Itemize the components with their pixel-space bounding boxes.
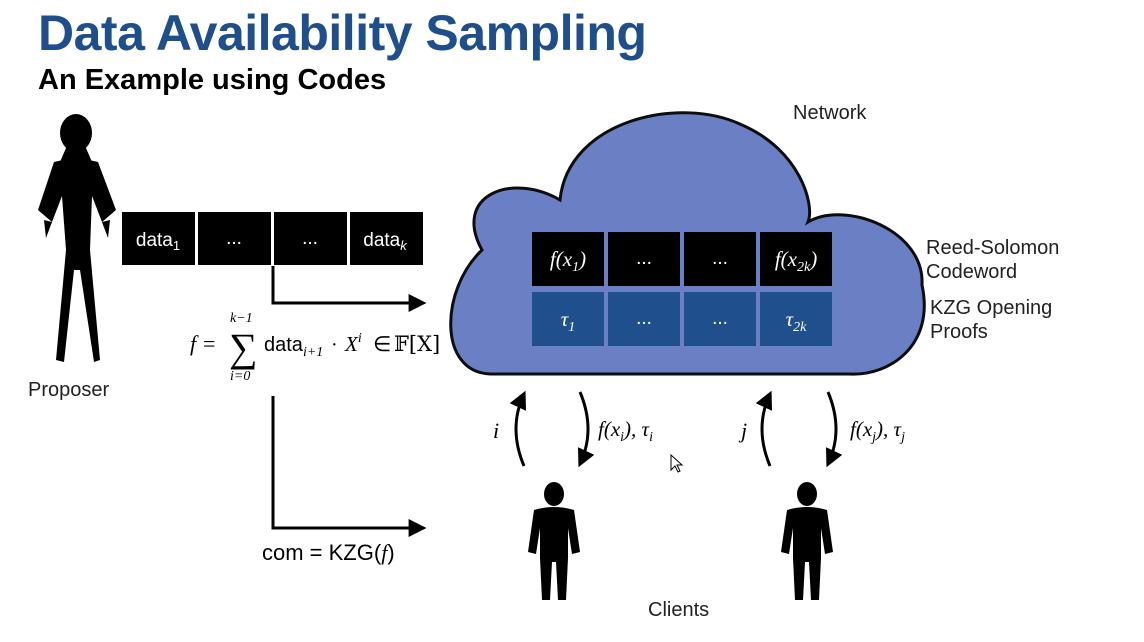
svg-text:f(x2k): f(x2k) (775, 247, 817, 275)
codeword-cell: f(x1) (532, 232, 604, 286)
client-1-exchange: i f(xi), τi (493, 390, 653, 468)
client-figure-icon (781, 482, 833, 600)
proofs-row: τ1 ... ... τ2k (532, 292, 832, 346)
svg-text:...: ... (226, 228, 242, 249)
data-cell: data1 (122, 212, 195, 265)
query-arrow-up (509, 390, 527, 467)
rs-label-line1: Reed-Solomon (926, 237, 1059, 259)
slide-subtitle: An Example using Codes (38, 64, 387, 96)
kzg-label-line2: Proofs (930, 321, 988, 343)
svg-text:...: ... (712, 248, 728, 269)
query-response: f(xj), τj (850, 417, 905, 445)
response-arrow-down (825, 391, 843, 468)
rs-label-line2: Codeword (926, 261, 1017, 283)
svg-text:f =: f = (190, 331, 216, 356)
svg-text:...: ... (712, 308, 728, 329)
proof-cell: ... (684, 292, 756, 346)
svg-text:𝔽[X]: 𝔽[X] (394, 332, 440, 356)
svg-text:Xi: Xi (344, 331, 362, 356)
proposer-figure-icon (38, 114, 116, 362)
svg-text:f(x1): f(x1) (550, 247, 586, 275)
clients-label: Clients (648, 599, 709, 621)
codeword-cell: ... (684, 232, 756, 286)
response-arrow-down (577, 391, 595, 468)
encode-arrow (271, 266, 427, 312)
svg-text:datak: datak (363, 230, 408, 253)
codeword-cell: ... (608, 232, 680, 286)
svg-text:...: ... (636, 248, 652, 269)
svg-text:datai+1: datai+1 (264, 334, 323, 360)
svg-text:τ1: τ1 (561, 307, 576, 335)
svg-text:k−1: k−1 (230, 311, 253, 326)
svg-text:data1: data1 (136, 230, 180, 253)
data-cell: datak (350, 212, 423, 265)
mouse-cursor-icon (670, 453, 684, 473)
proof-cell: τ1 (532, 292, 604, 346)
svg-text:∑: ∑ (229, 325, 258, 370)
codeword-row: f(x1) ... ... f(x2k) (532, 232, 832, 286)
data-cell: ... (274, 212, 347, 265)
svg-text:·: · (331, 334, 338, 356)
svg-text:...: ... (302, 228, 318, 249)
svg-text:i=0: i=0 (230, 369, 250, 384)
proof-cell: τ2k (760, 292, 832, 346)
query-arrow-up (755, 390, 773, 467)
client-2-exchange: j f(xj), τj (738, 390, 905, 468)
proposer-label: Proposer (28, 379, 109, 401)
proof-cell: ... (608, 292, 680, 346)
commit-arrow (271, 396, 427, 537)
query-response: f(xi), τi (598, 417, 653, 445)
data-cell: ... (198, 212, 271, 265)
network-label: Network (793, 102, 867, 124)
query-index: j (738, 418, 747, 443)
svg-text:∈: ∈ (373, 332, 391, 356)
slide-title: Data Availability Sampling (38, 5, 647, 61)
commitment-text: com = KZG(f) (262, 540, 395, 565)
svg-text:τ2k: τ2k (786, 307, 808, 335)
codeword-cell: f(x2k) (760, 232, 832, 286)
kzg-label-line1: KZG Opening (930, 297, 1052, 319)
query-index: i (493, 418, 499, 443)
svg-text:...: ... (636, 308, 652, 329)
data-row: data1 ... ... datak (122, 212, 423, 265)
client-figure-icon (528, 482, 580, 600)
polynomial-formula: f = ∑ k−1 i=0 datai+1 · Xi ∈ 𝔽[X] (190, 311, 440, 384)
